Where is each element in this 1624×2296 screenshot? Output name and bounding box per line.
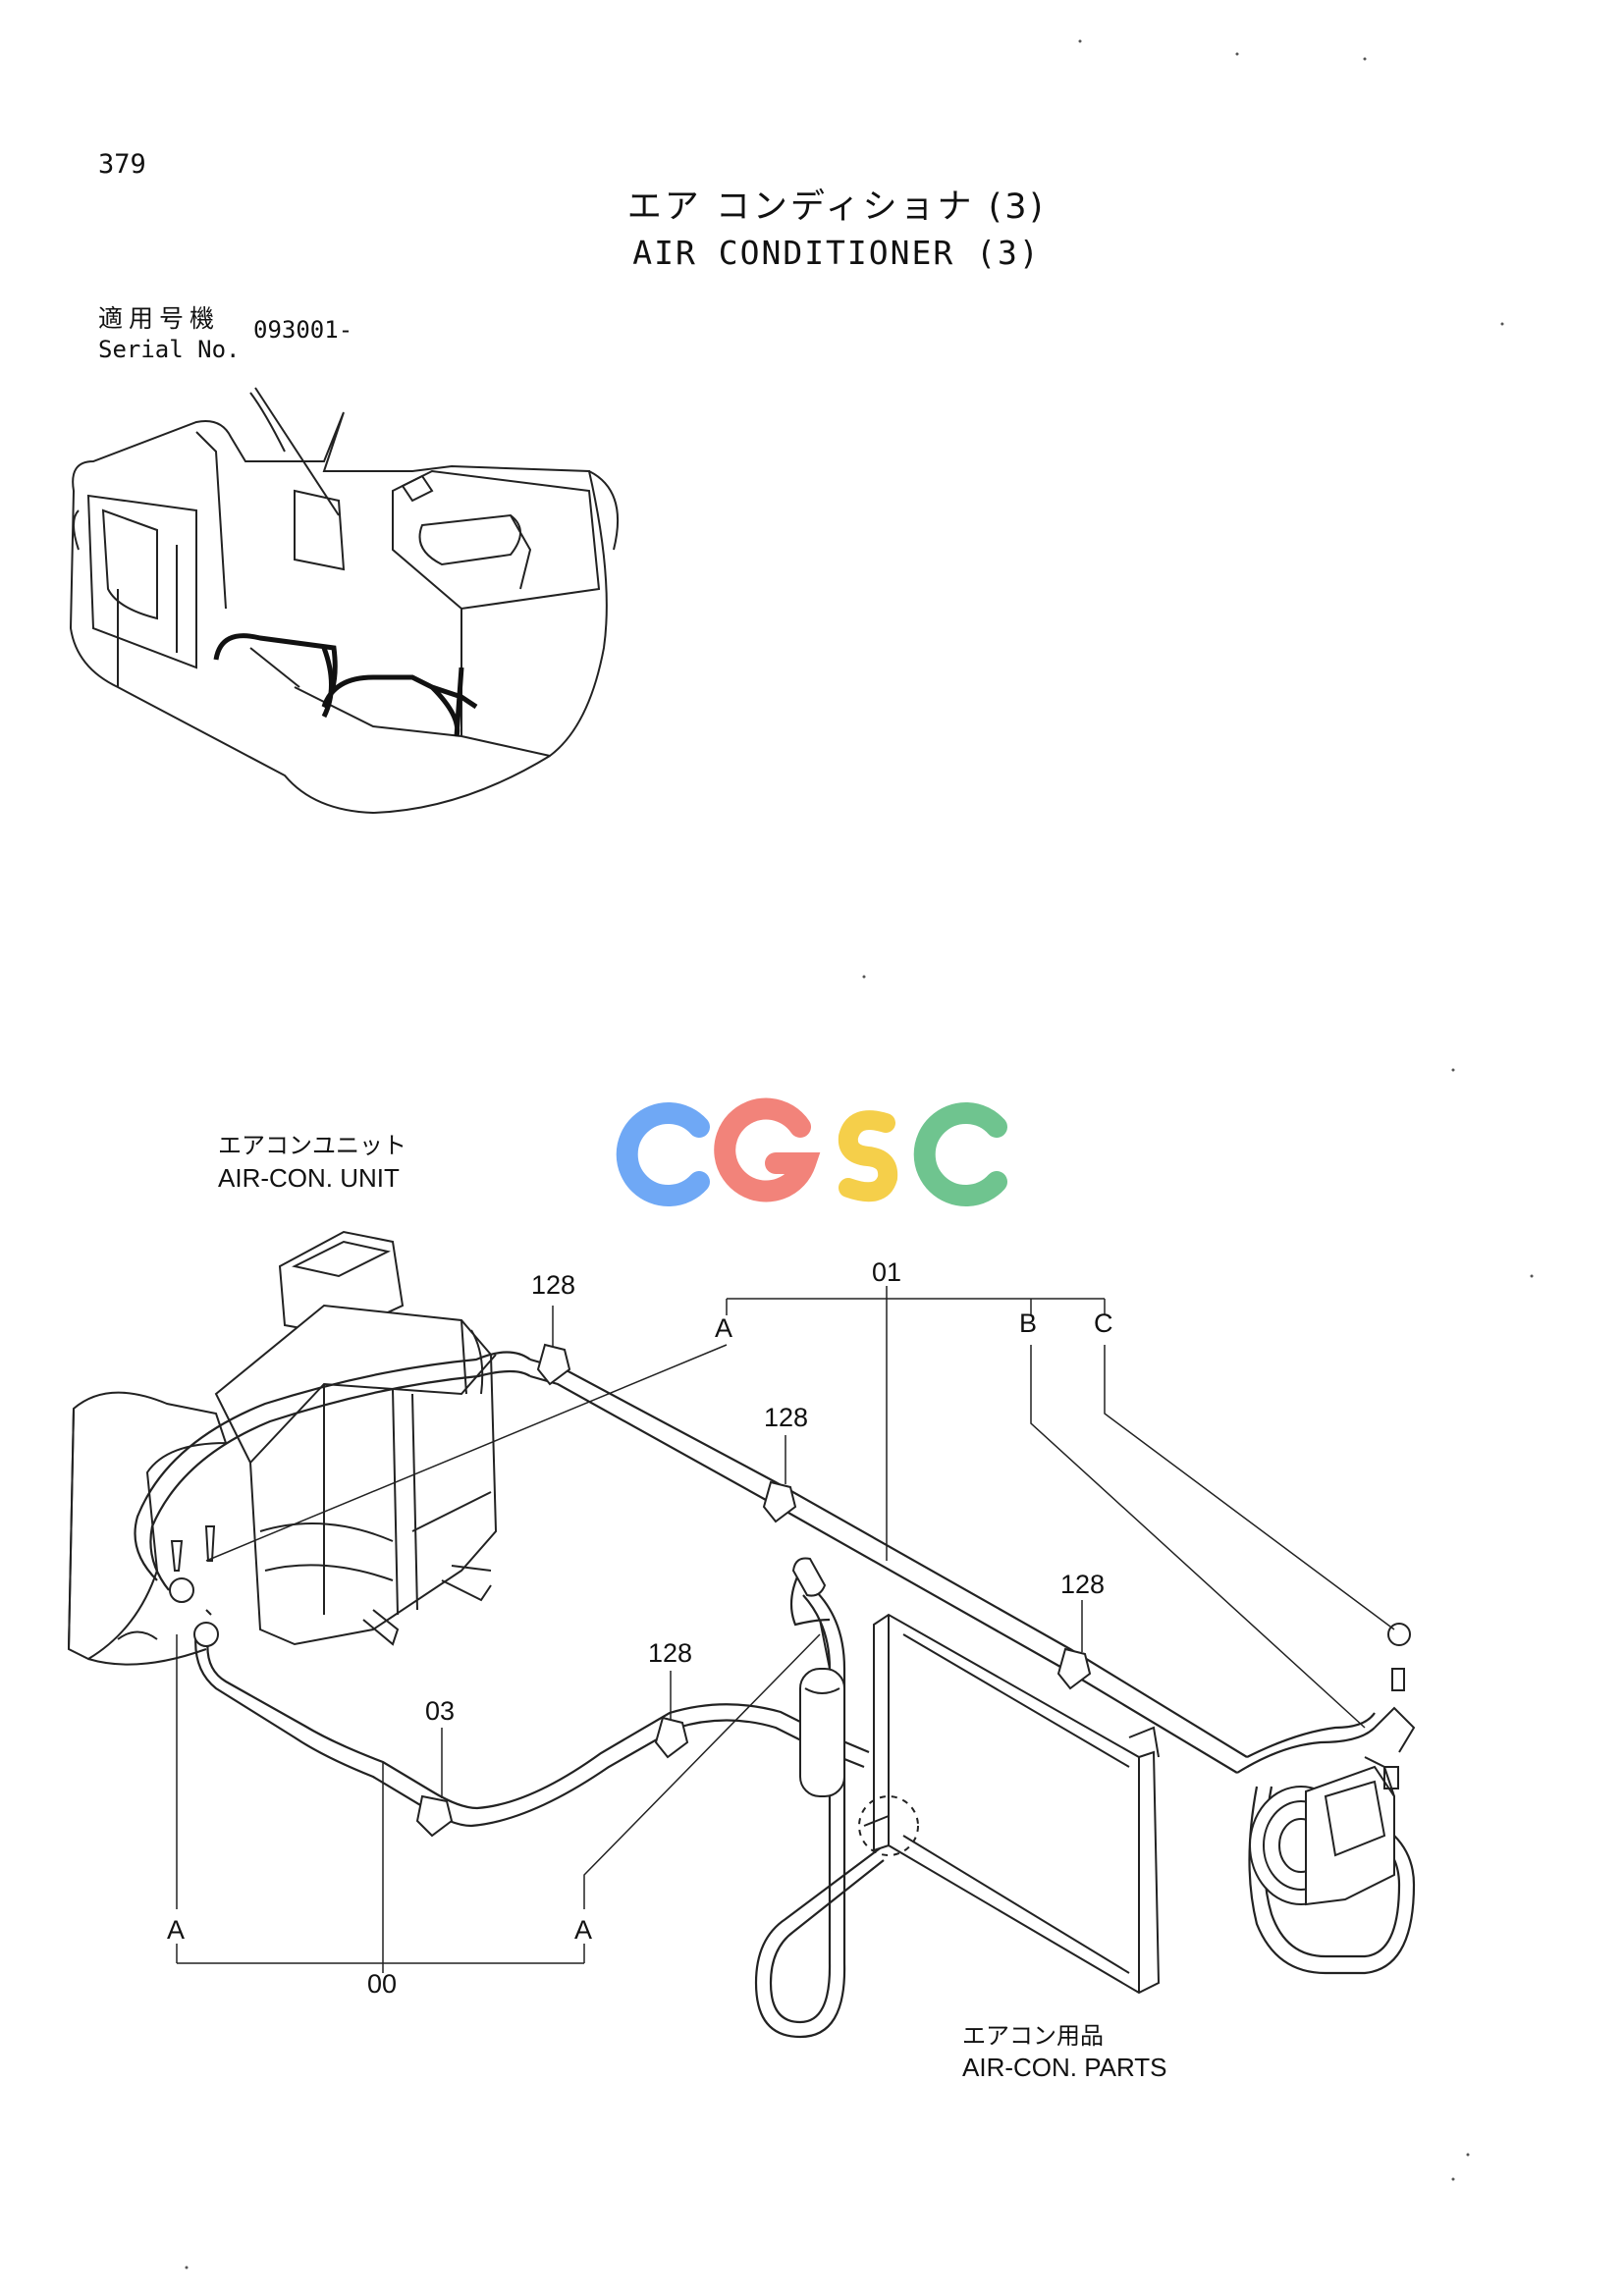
- callout-ref-c-top: C: [1094, 1308, 1113, 1338]
- fittings-bolts: [169, 1525, 219, 1647]
- page-number: 379: [98, 149, 146, 180]
- callout-leader-lines: [176, 1286, 1395, 1973]
- page-title-japanese: エア コンディショナ (3): [626, 187, 1047, 227]
- callout-clamp-128-a: 128: [531, 1270, 575, 1300]
- scan-noise: [185, 39, 1534, 2269]
- serial-label-english: Serial No.: [98, 336, 241, 363]
- page-title-english: AIR CONDITIONER (3): [632, 234, 1041, 272]
- aircon-parts-label-japanese: エアコン用品: [962, 2022, 1104, 2050]
- receiver-drier: [791, 1557, 845, 1797]
- callout-ref-a-right: A: [574, 1915, 592, 1945]
- cgsc-watermark-logo: [616, 1097, 1007, 1206]
- callout-clamp-128-d: 128: [648, 1638, 692, 1668]
- aircon-unit-label-english: AIR-CON. UNIT: [218, 1163, 400, 1193]
- callout-ref-b-top: B: [1019, 1308, 1037, 1338]
- callout-ref-a-top: A: [715, 1313, 732, 1343]
- callout-clamp-128-c: 128: [1060, 1570, 1105, 1599]
- aircon-unit-drawing: [67, 1230, 498, 1666]
- serial-number-value: 093001-: [253, 316, 353, 344]
- callout-assembly-01: 01: [872, 1257, 901, 1287]
- aircon-unit-label-japanese: エアコンユニット: [218, 1132, 406, 1159]
- callout-ref-a-left: A: [167, 1915, 185, 1945]
- aircon-parts-label-english: AIR-CON. PARTS: [962, 2053, 1167, 2082]
- condenser: [858, 1613, 1161, 1995]
- callout-assembly-00: 00: [367, 1969, 397, 1999]
- excavator-overview-illustration: [69, 387, 620, 815]
- callout-part-03: 03: [425, 1696, 455, 1726]
- compressor: [1249, 1623, 1416, 1906]
- hose-clamps: [415, 1343, 1092, 1838]
- serial-label-japanese: 適用号機: [98, 304, 221, 333]
- callout-clamp-128-b: 128: [764, 1403, 808, 1432]
